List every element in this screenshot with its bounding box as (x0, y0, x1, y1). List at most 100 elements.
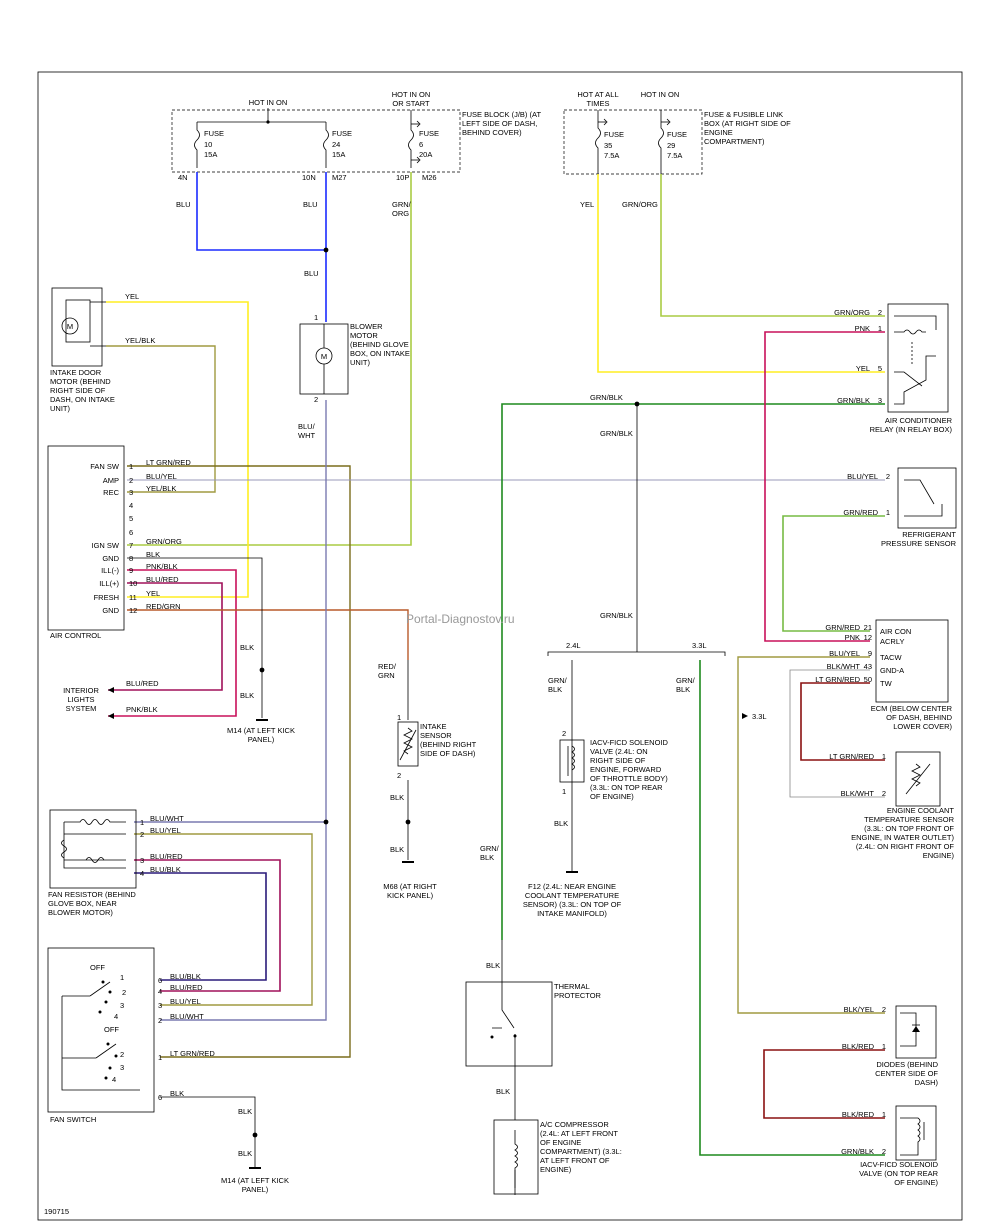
intake-door-motor: M INTAKE DOOR MOTOR (BEHIND RIGHT SIDE O… (50, 287, 155, 413)
svg-text:2: 2 (120, 1050, 124, 1059)
air-control-pin-wire: LT GRN/RED (146, 458, 191, 467)
air-control-pin-num: 4 (129, 501, 133, 510)
svg-text:YEL/BLK: YEL/BLK (125, 336, 155, 345)
relay-pins-num: 2 (878, 308, 882, 317)
svg-text:BLK: BLK (486, 961, 500, 970)
air-control-pin-num: 10 (129, 579, 137, 588)
fuse-block-title: FUSE BLOCK (J/B) (AT LEFT SIDE OF DASH, … (462, 110, 541, 137)
svg-text:GRN/ORG: GRN/ORG (622, 200, 658, 209)
fan-resistor-pin-num: 1 (140, 818, 144, 827)
svg-text:10N: 10N (302, 173, 316, 182)
air-control-pin-wire: BLU/RED (146, 575, 179, 584)
svg-text:1: 1 (397, 713, 401, 722)
svg-text:GRN/BLK: GRN/BLK (600, 429, 633, 438)
air-control-pin-name: FRESH (94, 593, 119, 602)
rs-pins-wire: GRN/RED (843, 508, 878, 517)
air-control-pin-wire: YEL (146, 589, 160, 598)
ect-pins-num: 2 (882, 789, 886, 798)
svg-text:15A: 15A (204, 150, 217, 159)
svg-text:10P: 10P (396, 173, 409, 182)
blower-motor: M 1 2 BLOWER MOTOR (BEHIND GLOVE BOX, ON… (176, 200, 658, 440)
fan-resistor: FAN RESISTOR (BEHIND GLOVE BOX, NEAR BLO… (48, 809, 184, 917)
svg-text:FUSE: FUSE (604, 130, 624, 139)
svg-text:BLU: BLU (303, 200, 318, 209)
thermal-protector: THERMAL PROTECTOR BLK BLK (465, 961, 601, 1096)
ecm-pins-name: ACRLY (880, 637, 904, 646)
iacvr-pins-wire: BLK/RED (842, 1110, 875, 1119)
iacvr-pins-wire: GRN/BLK (841, 1147, 874, 1156)
fuse-block-hot-run: HOT IN ON (249, 98, 288, 107)
diagram-id: 190715 (44, 1207, 69, 1216)
air-control-pin-num: 1 (129, 462, 133, 471)
air-control-pin-wire: BLU/YEL (146, 472, 177, 481)
svg-text:3.3L: 3.3L (752, 712, 767, 721)
svg-text:AIR CONTROL: AIR CONTROL (50, 631, 101, 640)
svg-text:FUSE: FUSE (204, 129, 224, 138)
svg-text:YEL: YEL (580, 200, 594, 209)
svg-text:BLK: BLK (238, 1107, 252, 1116)
svg-text:M: M (321, 352, 327, 361)
fusible-box-title: FUSE & FUSIBLE LINK BOX (AT RIGHT SIDE O… (704, 110, 791, 146)
svg-text:PNK/BLK: PNK/BLK (126, 705, 158, 714)
svg-text:BLU: BLU (304, 269, 319, 278)
svg-text:GRN/BLK: GRN/BLK (600, 611, 633, 620)
relay-pins-wire: GRN/ORG (834, 308, 870, 317)
svg-text:BLU: BLU (176, 200, 191, 209)
diode-pins-num: 1 (882, 1042, 886, 1051)
air-control-pin-num: 5 (129, 514, 133, 523)
ecm-pins-wire: GRN/RED (825, 623, 860, 632)
air-control-pin-name: ILL(+) (99, 579, 119, 588)
air-control-pin-name: AMP (103, 476, 119, 485)
rs-pins-wire: BLU/YEL (847, 472, 878, 481)
ecm-pins-wire: LT GRN/RED (815, 675, 860, 684)
ecm-pins-num: 43 (864, 662, 872, 671)
ac-compressor: A/C COMPRESSOR (2.4L: AT LEFT FRONT OF E… (493, 1119, 622, 1195)
ecm-pins-name: TW (880, 679, 893, 688)
ecm-pins-wire: PNK (845, 633, 860, 642)
svg-text:OFF: OFF (104, 1025, 119, 1034)
svg-text:BLK: BLK (390, 793, 404, 802)
air-control-pin-name: IGN SW (92, 541, 120, 550)
iacv-solenoid-right: IACV-FICD SOLENOID VALVE (ON TOP REAR OF… (841, 1105, 938, 1187)
relay-pins-num: 5 (878, 364, 882, 373)
svg-text:4N: 4N (178, 173, 188, 182)
diode-pins-wire: BLK/RED (842, 1042, 875, 1051)
fan-resistor-pin-wire: BLU/BLK (150, 865, 181, 874)
diode-pins-wire: BLK/YEL (844, 1005, 874, 1014)
svg-text:7.5A: 7.5A (604, 151, 619, 160)
fan-switch-pin-wire: BLU/BLK (170, 972, 201, 981)
air-control-pin-name: ILL(-) (101, 566, 119, 575)
rs-pins-num: 2 (886, 472, 890, 481)
ect-pins-wire: LT GRN/RED (829, 752, 874, 761)
air-control-pin-name: GND (102, 554, 119, 563)
fan-resistor-pin-num: 4 (140, 869, 144, 878)
svg-text:M26: M26 (422, 173, 437, 182)
air-control-pin-wire: PNK/BLK (146, 562, 178, 571)
svg-text:BLK: BLK (240, 691, 254, 700)
svg-text:3: 3 (120, 1001, 124, 1010)
ecm-pins-num: 50 (864, 675, 872, 684)
svg-text:BLK: BLK (496, 1087, 510, 1096)
svg-text:4: 4 (112, 1075, 116, 1084)
fusible-link-box: HOT AT ALL TIMES HOT IN ON FUSE 35 7.5A … (563, 90, 791, 175)
svg-text:2: 2 (122, 988, 126, 997)
svg-text:FUSE: FUSE (667, 130, 687, 139)
fan-switch-pin-wire: BLK (170, 1089, 184, 1098)
svg-text:1: 1 (120, 973, 124, 982)
svg-text:2: 2 (314, 395, 318, 404)
svg-text:24: 24 (332, 140, 340, 149)
air-control-pin-wire: GRN/ORG (146, 537, 182, 546)
svg-text:BLK: BLK (390, 845, 404, 854)
rs-pins-num: 1 (886, 508, 890, 517)
svg-text:1: 1 (562, 787, 566, 796)
svg-text:OFF: OFF (90, 963, 105, 972)
fan-resistor-pin-wire: BLU/YEL (150, 826, 181, 835)
fan-switch-pin-num: 3 (158, 1001, 162, 1010)
air-control-pin-name: FAN SW (90, 462, 120, 471)
svg-text:FUSE: FUSE (419, 129, 439, 138)
svg-text:3.3L: 3.3L (692, 641, 707, 650)
ecm-pins-num: 21 (864, 623, 872, 632)
iacvr-pins-num: 1 (882, 1110, 886, 1119)
air-control-pin-num: 11 (129, 593, 137, 602)
